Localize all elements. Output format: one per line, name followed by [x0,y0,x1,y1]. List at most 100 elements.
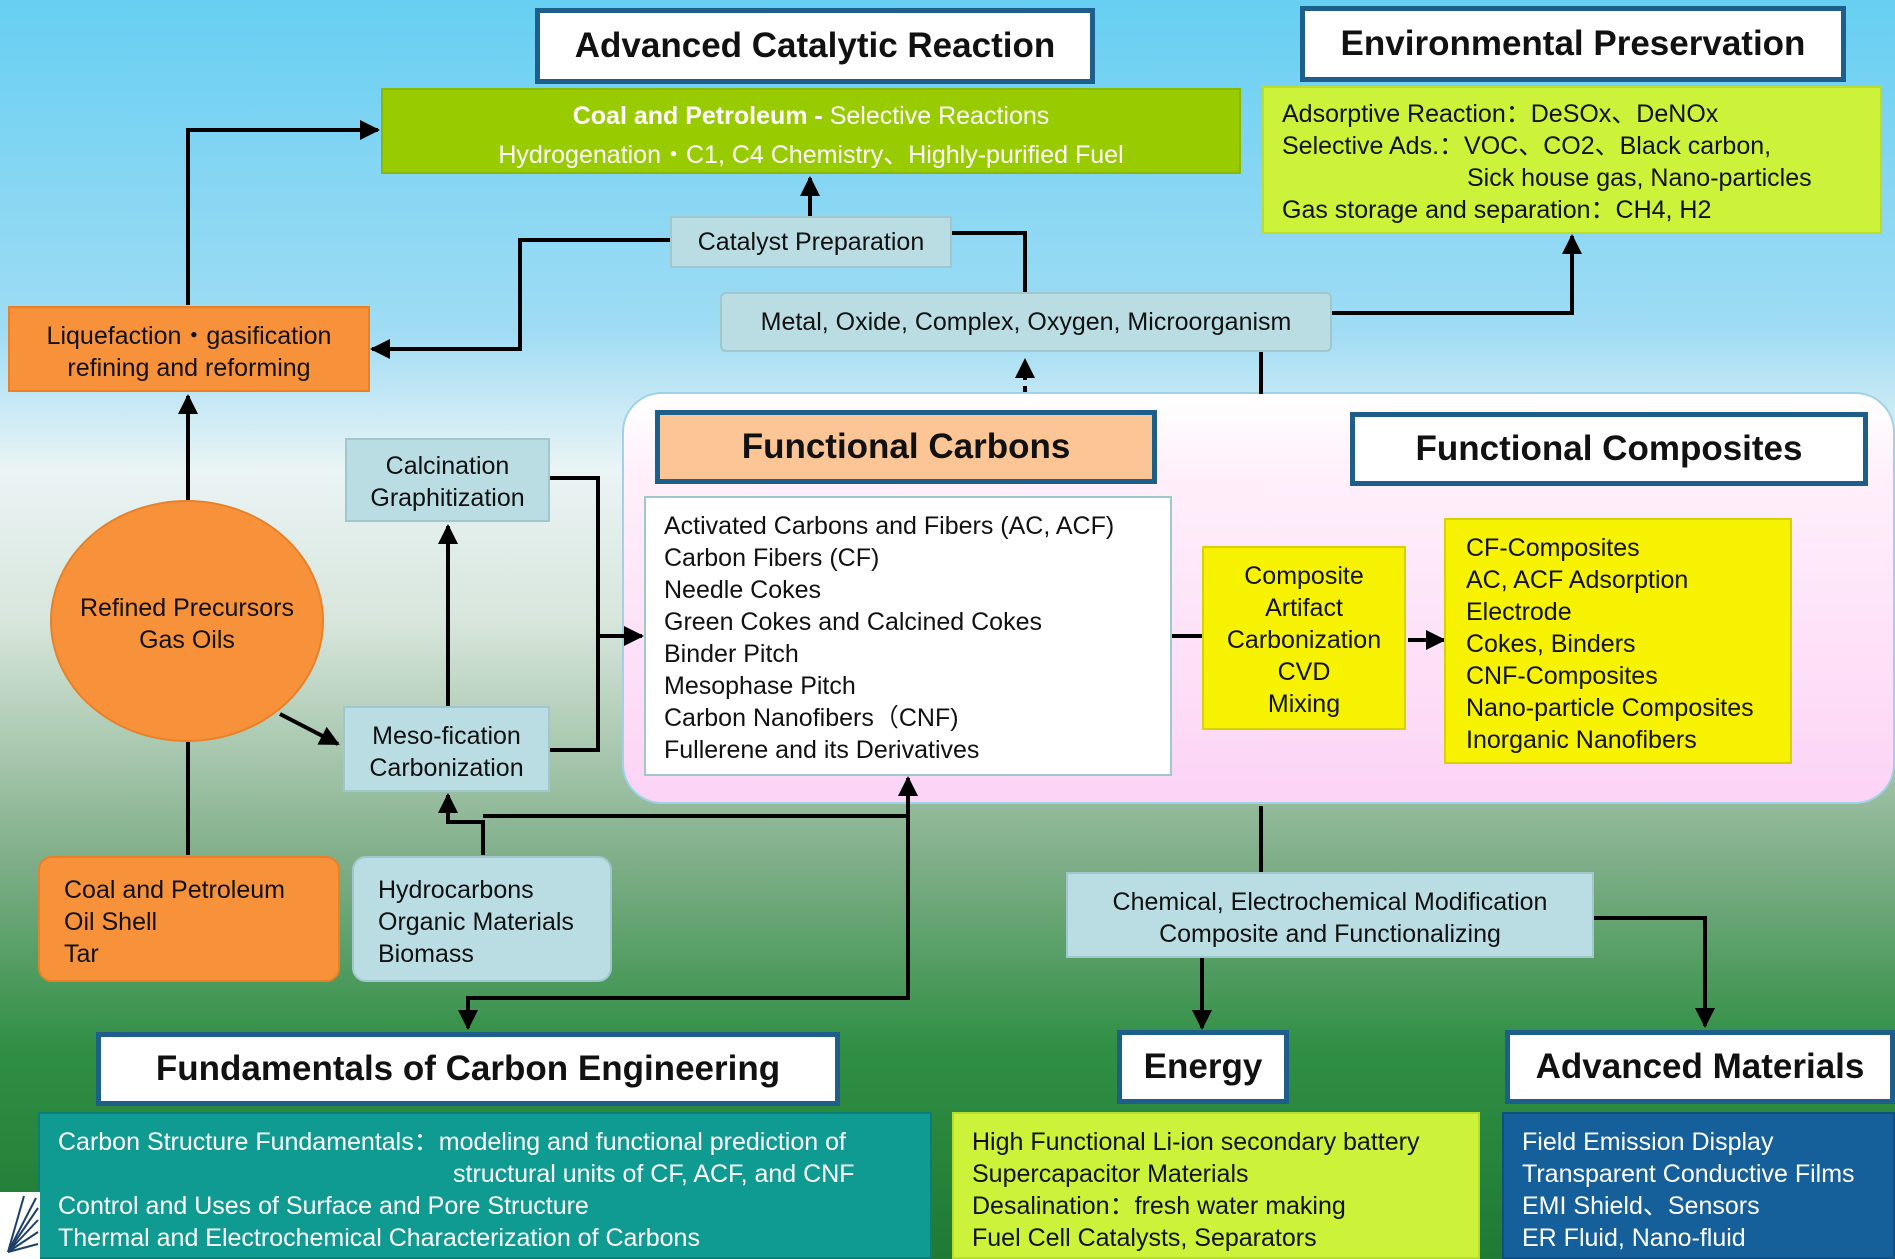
list-item: ER Fluid, Nano-fluid [1522,1224,1746,1252]
calcination-line2: Graphitization [370,484,525,512]
list-item: Fullerene and its Derivatives [664,736,980,764]
list-item: Activated Carbons and Fibers (AC, ACF) [664,512,1115,540]
arrow-precursors-to-mesofication [279,712,340,746]
title-advanced-catalytic-reaction: Advanced Catalytic Reaction [535,8,1095,84]
list-item: CVD [1277,658,1331,686]
advanced-materials-panel: Field Emission Display Transparent Condu… [1502,1112,1895,1259]
list-item: Mesophase Pitch [664,672,856,700]
title-fundamentals-text: Fundamentals of Carbon Engineering [155,1049,781,1088]
mesofication-line2: Carbonization [369,754,524,782]
liquefaction-line2: refining and reforming [67,354,311,382]
list-item: Inorganic Nanofibers [1466,726,1697,754]
list-item: Supercapacitor Materials [972,1160,1249,1188]
list-item: Carbonization [1226,626,1382,654]
list-item: Field Emission Display [1522,1128,1774,1156]
raw-coal-sources-box: Coal and Petroleum Oil Shell Tar [38,856,340,982]
list-item: Cokes, Binders [1466,630,1636,658]
fundamentals-line3: Control and Uses of Surface and Pore Str… [58,1192,589,1220]
refined-precursors-line1: Refined Precursors [80,594,294,622]
list-item: High Functional Li-ion secondary battery [972,1128,1420,1156]
list-item: Binder Pitch [664,640,799,668]
title-functional-composites: Functional Composites [1350,412,1868,486]
coal-sources-line3: Tar [64,940,99,968]
modification-line1: Chemical, Electrochemical Modification [1112,888,1548,916]
modification-box: Chemical, Electrochemical Modification C… [1066,872,1594,958]
title-environmental-text: Environmental Preservation [1340,24,1806,63]
arrow-to-fundamentals [458,816,910,1030]
list-item: Fuel Cell Catalysts, Separators [972,1224,1317,1252]
line-calcination-join [550,476,600,752]
title-environmental-preservation: Environmental Preservation [1300,6,1846,82]
title-advanced-materials-text: Advanced Materials [1535,1047,1865,1086]
title-fundamentals: Fundamentals of Carbon Engineering [96,1032,840,1106]
arrow-catalyst-to-liquefaction [370,238,670,359]
arrow-modification-to-advanced [1594,916,1715,1028]
list-item: Composite [1244,562,1364,590]
list-item: EMI Shield、Sensors [1522,1192,1760,1220]
env-line-adsorptive: Adsorptive Reaction：DeSOx、DeNOx [1282,100,1719,128]
liquefaction-box: Liquefaction・gasification refining and r… [8,306,370,392]
hydrocarbons-line1: Hydrocarbons [378,876,534,904]
list-item: Carbon Nanofibers（CNF) [664,704,959,732]
fundamentals-line1: Carbon Structure Fundamentals：modeling a… [58,1128,846,1156]
list-item: Artifact [1265,594,1343,622]
fundamentals-line2: structural units of CF, ACF, and CNF [453,1160,855,1188]
calcination-box: Calcination Graphitization [345,438,550,522]
list-item: Desalination：fresh water making [972,1192,1346,1220]
list-item: Transparent Conductive Films [1522,1160,1855,1188]
selective-reactions-box: Coal and Petroleum - Selective Reactions… [381,88,1241,174]
fundamentals-line4: Thermal and Electrochemical Characteriza… [58,1224,700,1252]
fundamentals-panel: Carbon Structure Fundamentals：modeling a… [38,1112,932,1259]
list-item: Carbon Fibers (CF) [664,544,880,572]
env-line-gas-storage: Gas storage and separation：CH4, H2 [1282,196,1712,224]
list-item: Needle Cokes [664,576,822,604]
energy-panel: High Functional Li-ion secondary battery… [952,1112,1480,1259]
env-line-sick-house: Sick house gas, Nano-particles [1467,164,1812,192]
logo-icon [0,1192,40,1259]
arrow-metal-to-environmental [1330,234,1582,315]
composites-list: CF-Composites AC, ACF Adsorption Electro… [1444,518,1792,764]
arrow-liquefaction-to-selective [186,120,380,305]
functional-carbons-list: Activated Carbons and Fibers (AC, ACF) C… [644,496,1172,776]
hydrocarbons-box: Hydrocarbons Organic Materials Biomass [352,856,612,982]
list-item: AC, ACF Adsorption [1466,566,1689,594]
composite-process-box: Composite Artifact Carbonization CVD Mix… [1202,546,1406,730]
line-catalyst-to-metal [950,231,1027,292]
title-functional-carbons: Functional Carbons [655,410,1157,484]
catalyst-materials-box: Metal, Oxide, Complex, Oxygen, Microorga… [720,292,1332,352]
title-energy: Energy [1117,1030,1289,1104]
mesofication-line1: Meso-fication [372,722,521,750]
liquefaction-line1: Liquefaction・gasification [46,322,332,350]
selective-reactions-text: Selective Reactions [829,102,1050,130]
catalyst-preparation-text: Catalyst Preparation [697,228,925,256]
modification-line2: Composite and Functionalizing [1159,920,1501,948]
refined-precursors-line2: Gas Oils [139,626,235,654]
title-advanced-catalytic-text: Advanced Catalytic Reaction [574,26,1056,65]
title-advanced-materials: Advanced Materials [1505,1030,1895,1104]
title-functional-composites-text: Functional Composites [1415,429,1803,468]
hydrocarbons-line2: Organic Materials [378,908,574,936]
list-item: CNF-Composites [1466,662,1658,690]
arrow-hydro-to-mesofication [438,793,485,855]
mesofication-box: Meso-fication Carbonization [343,706,550,792]
hydrocarbons-line3: Biomass [378,940,474,968]
title-energy-text: Energy [1143,1047,1263,1086]
env-line-selective: Selective Ads.：VOC、CO2、Black carbon, [1282,132,1772,160]
coal-sources-line1: Coal and Petroleum [64,876,285,904]
catalyst-materials-text: Metal, Oxide, Complex, Oxygen, Microorga… [760,308,1292,336]
list-item: Nano-particle Composites [1466,694,1754,722]
list-item: Electrode [1466,598,1572,626]
catalyst-preparation-box: Catalyst Preparation [670,216,952,268]
selective-reactions-line2: Hydrogenation・C1, C4 Chemistry、Highly-pu… [498,141,1124,169]
selective-reactions-bold: Coal and Petroleum - [572,102,830,130]
refined-precursors-node: Refined Precursors Gas Oils [50,500,324,742]
list-item: Green Cokes and Calcined Cokes [664,608,1042,636]
list-item: Mixing [1267,690,1341,718]
calcination-line1: Calcination [385,452,510,480]
list-item: CF-Composites [1466,534,1640,562]
environmental-details-box: Adsorptive Reaction：DeSOx、DeNOx Selectiv… [1262,86,1882,234]
coal-sources-line2: Oil Shell [64,908,158,936]
title-functional-carbons-text: Functional Carbons [741,427,1071,466]
